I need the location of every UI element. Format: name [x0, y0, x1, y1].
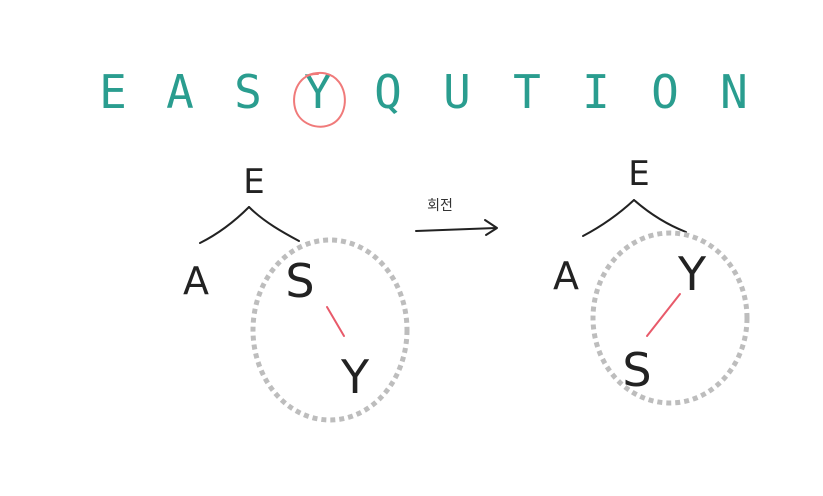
arrow-head [484, 219, 498, 236]
node-root: E [628, 154, 649, 194]
title-letter: A [166, 65, 194, 119]
tree-after: E A Y S [553, 154, 750, 406]
node-left: A [183, 259, 209, 303]
title-letter: U [443, 65, 471, 119]
title-letter: E [99, 65, 127, 119]
node-left: A [553, 254, 579, 298]
title-letter: S [234, 65, 262, 119]
title-letter: I [582, 65, 610, 119]
edge-root-right [633, 199, 687, 233]
title-letter: Q [374, 65, 402, 119]
dotted-circle [590, 230, 750, 406]
dotted-circle [250, 237, 410, 423]
edge-root-right [248, 206, 300, 242]
node-right-child: Y [340, 350, 370, 404]
arrow-shaft [415, 227, 497, 232]
node-right: S [285, 254, 314, 308]
edge-highlight [326, 306, 345, 337]
edge-root-left [582, 199, 635, 237]
arrow-label: 회전 [427, 198, 453, 214]
node-right: Y [677, 247, 707, 301]
rotation-arrow: 회전 [415, 198, 498, 236]
node-root: E [243, 162, 264, 202]
tree-before: E A S Y [183, 162, 410, 423]
edge-root-left [199, 206, 250, 244]
edge-highlight [646, 293, 681, 337]
title-letter: T [513, 65, 541, 119]
title-letter: N [720, 65, 748, 119]
highlight-circle [293, 71, 346, 128]
title-letter: O [651, 65, 679, 119]
